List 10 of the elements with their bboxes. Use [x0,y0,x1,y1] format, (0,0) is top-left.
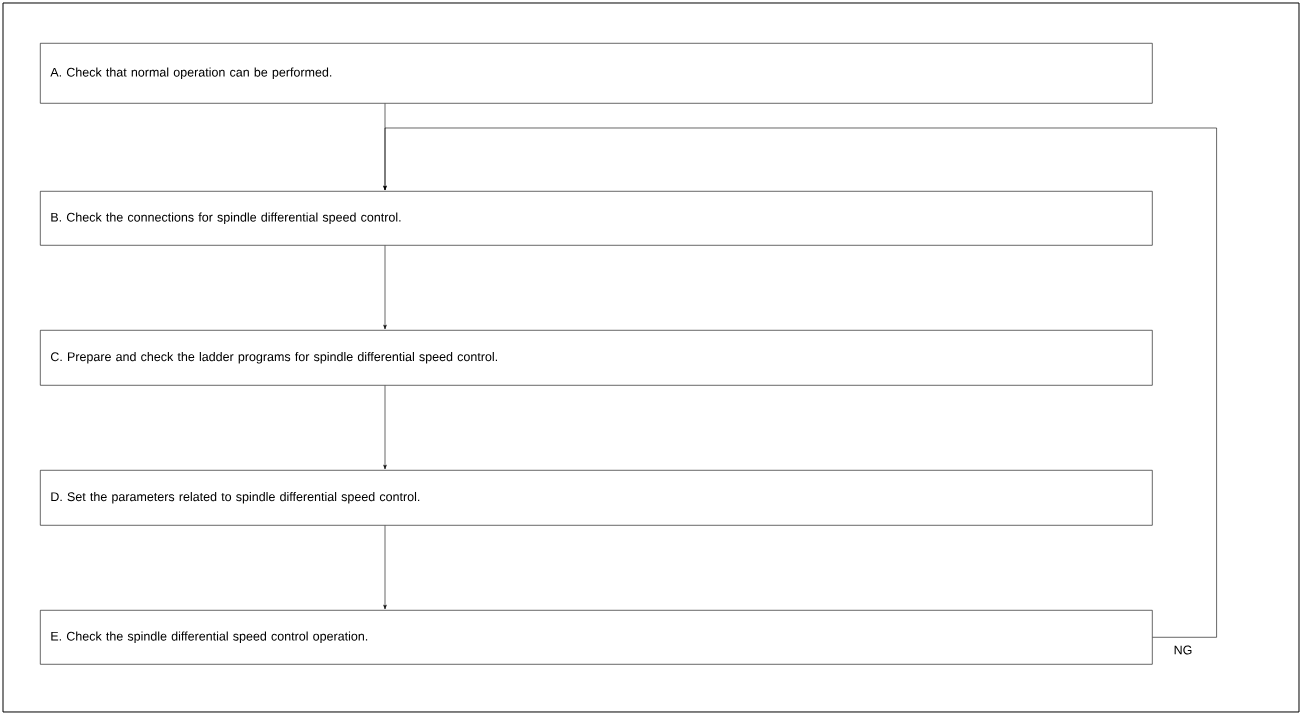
step-box: E. Check the spindle differential speed control operation. [40,610,1153,665]
step-box: D. Set the parameters related to spindle differential speed control. [40,470,1153,526]
feedback-arrow [383,127,1217,638]
arrow [383,385,387,470]
step-box: B. Check the connections for spindle differential speed control. [40,191,1153,246]
edge-label: NG [1172,644,1194,656]
arrow [383,525,387,610]
arrow [383,245,387,330]
step-box: A. Check that normal operation can be performed. [40,43,1153,104]
step-box: C. Prepare and check the ladder programs for spindle differential speed control. [40,330,1153,386]
